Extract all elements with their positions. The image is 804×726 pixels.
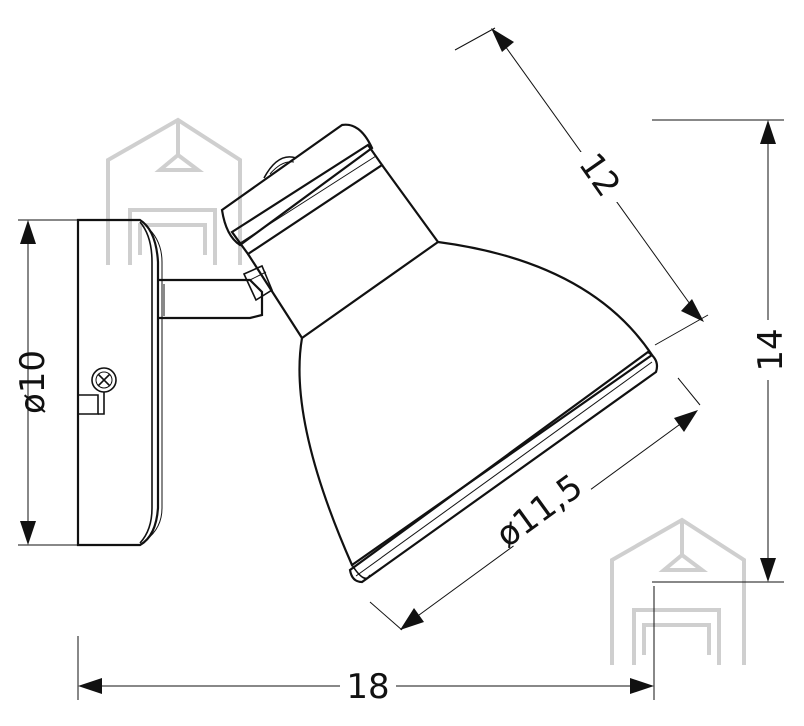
lamp-head: [220, 123, 659, 584]
dimension-arm-length: 12: [454, 27, 709, 346]
dimension-shade-diameter: ø11,5: [369, 377, 701, 631]
dimension-total-height: 14: [652, 119, 791, 583]
backplate-diameter-label: ø10: [13, 350, 53, 414]
watermark-logo-top-left: [106, 117, 242, 265]
total-height-label: 14: [751, 328, 791, 371]
watermark-logo-bottom-right: [610, 517, 746, 665]
screw-icon: [91, 367, 117, 393]
total-width-label: 18: [346, 667, 389, 707]
dimension-total-width: 18: [77, 586, 655, 708]
dimension-backplate-diameter: ø10: [13, 219, 78, 546]
backplate: [76, 218, 163, 547]
lamp-arm: [158, 264, 273, 320]
